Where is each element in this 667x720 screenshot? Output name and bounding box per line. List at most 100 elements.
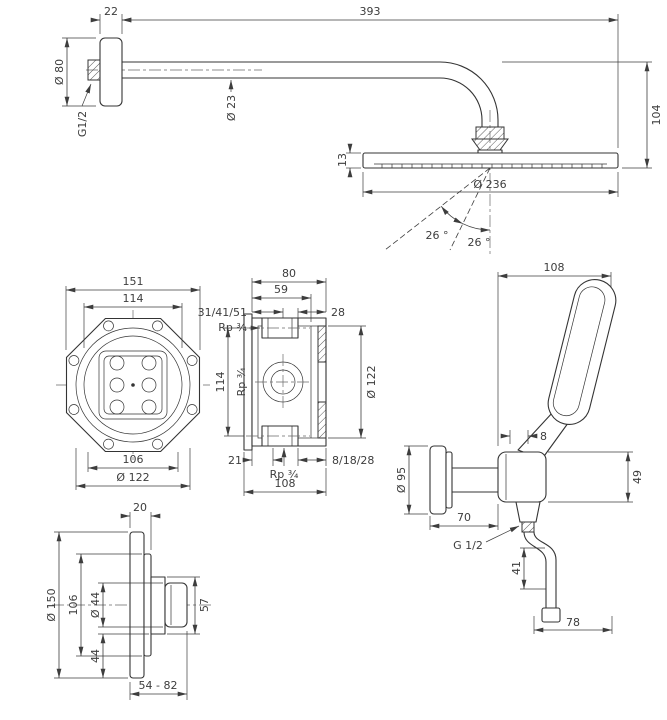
outlet-taper xyxy=(515,501,541,523)
dim-dome-diameter-label: 106 xyxy=(67,595,80,616)
dim-outer-width: 151 xyxy=(65,275,201,350)
dim-head-height: 104 xyxy=(502,61,663,169)
dim-rim-height-label: 13 xyxy=(336,153,349,167)
dim-span: 108 xyxy=(497,261,612,446)
shower-head-plate xyxy=(362,152,619,169)
ibox-section-view: 80 59 31/41/51 28 Rp ¾ 114 Rp ¾ xyxy=(198,267,378,496)
dim-outer-width-label: 151 xyxy=(123,275,144,288)
dim-total-depth-label: 108 xyxy=(275,477,296,490)
dim-flange-depth-label: 22 xyxy=(104,5,118,18)
wall-flange xyxy=(99,37,123,107)
label-wall-thread-text: G1/2 xyxy=(76,111,89,137)
dim-arm-diameter: Ø 23 xyxy=(225,80,238,121)
wall-thread-stub xyxy=(87,59,101,81)
dim-arm-diameter-label: Ø 23 xyxy=(225,95,238,121)
handle-sleeve xyxy=(150,576,166,635)
ibox-function-frame-inner xyxy=(103,355,163,415)
holder-wall-flange xyxy=(429,445,447,515)
dim-flange-diameter: Ø 80 xyxy=(53,37,96,107)
dim-depth-options-label: 31/41/51 xyxy=(198,306,247,319)
dim-body-width: 80 xyxy=(251,267,327,312)
dim-inner-diameter: 114 xyxy=(83,292,183,348)
dim-bottom-offset-trim-label: 44 xyxy=(89,649,102,663)
label-thread-bottom-text: Rp ¾ xyxy=(270,468,299,481)
swivel-angle-left-label: 26 ° xyxy=(426,229,449,242)
ibox-outer-circle xyxy=(75,327,191,443)
dim-projection: 78 xyxy=(533,616,613,634)
dim-arm-length: 393 xyxy=(122,5,619,148)
dim-flange-diameter-holder-label: Ø 95 xyxy=(395,467,408,493)
escutcheon-dome xyxy=(143,553,152,657)
dim-sleeve-height: 57 xyxy=(167,576,211,635)
center-point xyxy=(131,383,135,387)
ibox-function-frame xyxy=(98,350,168,420)
wall-section-upper xyxy=(317,325,327,363)
ball-joint xyxy=(471,126,509,154)
label-outlet-thread: G 1/2 xyxy=(453,525,520,552)
dim-bottom-offset-label: 21 xyxy=(228,454,242,467)
dim-holder-depth: 70 xyxy=(429,504,499,530)
dim-bottom-offset-trim: 44 xyxy=(89,633,149,678)
dim-plate-depth-label: 20 xyxy=(133,501,147,514)
label-outlet-thread-text: G 1/2 xyxy=(453,539,483,552)
wall-section-lower xyxy=(317,401,327,439)
dim-opening-diameter-label: Ø 122 xyxy=(365,365,378,398)
dim-bottom-offset: 21 xyxy=(228,448,283,467)
dim-fitting-length-label: 41 xyxy=(510,561,523,575)
dim-body-diameter-label: Ø 122 xyxy=(116,471,149,484)
dim-projection-range-label: 54 - 82 xyxy=(139,679,178,692)
dim-head-diameter-label: Ø 236 xyxy=(473,178,506,191)
rear-port xyxy=(317,361,327,403)
dim-arm-length-label: 393 xyxy=(360,5,381,18)
label-thread-bottom: Rp ¾ xyxy=(270,448,299,481)
dim-flange-depth: 22 xyxy=(90,5,132,34)
dim-span-label: 108 xyxy=(544,261,565,274)
valve-cartridge xyxy=(255,354,311,410)
dim-body-diameter: Ø 122 xyxy=(75,448,191,490)
dim-gap-label: 8 xyxy=(540,430,547,443)
thermostat-view: 20 Ø 150 106 Ø 44 44 5 xyxy=(45,501,212,700)
dim-opening-diameter: Ø 122 xyxy=(328,325,378,439)
ibox-port-holes xyxy=(109,355,157,415)
dim-edge-offset-label: 28 xyxy=(331,306,345,319)
dim-projection-label: 78 xyxy=(566,616,580,629)
label-thread-top: Rp ¾ xyxy=(218,321,260,334)
dim-dome-diameter: 106 xyxy=(67,553,142,657)
dim-handle-diameter-label: Ø 44 xyxy=(89,592,102,618)
label-thread-side-text: Rp ¾ xyxy=(235,367,248,396)
dim-fitting-length: 41 xyxy=(510,547,546,590)
dim-wall-offsets-label: 8/18/28 xyxy=(332,454,374,467)
dim-flange-diameter-holder: Ø 95 xyxy=(395,445,428,515)
swivel-angle-right-label: 26 ° xyxy=(468,236,491,249)
swivel-angle-indicator: 26 ° 26 ° xyxy=(384,167,491,251)
ibox-front-view: 151 114 106 Ø 122 xyxy=(56,275,210,490)
ibox-mounting-lugs xyxy=(68,320,198,450)
dim-holder-height-label: 49 xyxy=(631,470,644,484)
dim-projection-range: 54 - 82 xyxy=(129,631,188,700)
hand-shower-head xyxy=(547,279,617,425)
dim-wall-offsets: 8/18/28 xyxy=(297,448,374,467)
dim-total-depth: 108 xyxy=(243,452,327,496)
label-thread-top-text: Rp ¾ xyxy=(218,321,247,334)
dim-port-spacing-label: 114 xyxy=(214,372,227,393)
dim-plate-diameter: Ø 150 xyxy=(45,531,128,679)
dim-cutout-width-label: 106 xyxy=(123,453,144,466)
dim-holder-depth-label: 70 xyxy=(457,511,471,524)
dim-depth-options: 31/41/51 xyxy=(198,306,284,319)
handle-knob xyxy=(164,582,188,628)
ibox-inner-circle xyxy=(83,335,183,435)
dim-head-height-label: 104 xyxy=(650,105,663,126)
dim-head-diameter: Ø 236 xyxy=(362,172,619,197)
dim-flange-diameter-label: Ø 80 xyxy=(53,59,66,85)
outlet-nipple xyxy=(521,521,535,533)
dim-edge-offset: 28 xyxy=(297,306,345,322)
dim-handle-diameter: Ø 44 xyxy=(89,582,163,628)
overhead-shower-view: 22 393 Ø 80 G1/2 Ø 23 104 xyxy=(53,5,663,256)
dim-plate-diameter-label: Ø 150 xyxy=(45,588,58,621)
dim-rim-height: 13 xyxy=(336,143,361,178)
dim-plate-depth: 20 xyxy=(120,501,161,550)
shower-hose xyxy=(523,531,561,623)
dim-inner-width-label: 59 xyxy=(274,283,288,296)
dim-inner-width: 59 xyxy=(252,283,312,322)
